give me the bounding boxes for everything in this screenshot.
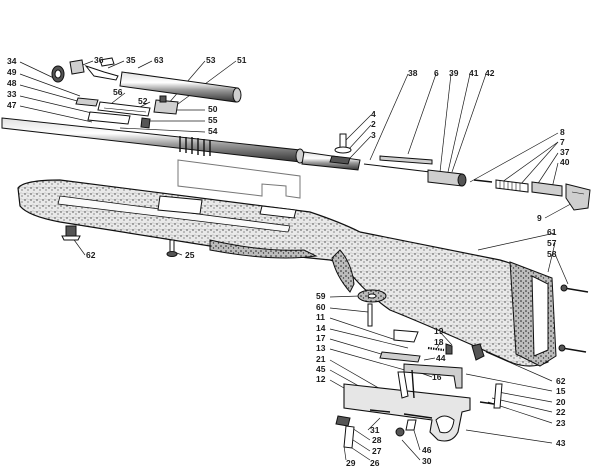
callout-label: 49: [7, 67, 17, 77]
callout-label: 29: [346, 458, 356, 468]
callout-label: 61: [547, 227, 557, 237]
callout-label: 22: [556, 407, 566, 417]
callout-label: 50: [208, 104, 218, 114]
callout-label: 51: [237, 55, 247, 65]
callout-labels: 34 49 48 33 47 36 35 63 56 52 53 51 50 5…: [7, 55, 570, 468]
callout-label: 20: [556, 397, 566, 407]
callout-label: 31: [370, 425, 380, 435]
callout-label: 59: [316, 291, 326, 301]
callout-label: 37: [560, 147, 570, 157]
callout-label: 16: [432, 372, 442, 382]
callout-label: 13: [316, 343, 326, 353]
callout-label: 3: [371, 130, 376, 140]
callout-label: 15: [556, 386, 566, 396]
receiver-outline: [177, 159, 301, 199]
callout-label: 57: [547, 238, 557, 248]
callout-label: 36: [94, 55, 104, 65]
stock-hardware: [61, 225, 589, 353]
callout-label: 28: [372, 435, 382, 445]
callout-label: 6: [434, 68, 439, 78]
callout-label: 63: [154, 55, 164, 65]
callout-label: 35: [126, 55, 136, 65]
callout-label: 41: [469, 68, 479, 78]
callout-label: 17: [316, 333, 326, 343]
small-parts-top-left: [51, 57, 242, 129]
callout-label: 40: [560, 157, 570, 167]
callout-label: 58: [547, 249, 557, 259]
callout-label: 19: [434, 326, 444, 336]
callout-label: 8: [560, 127, 565, 137]
callout-label: 43: [556, 438, 566, 448]
callout-label: 23: [556, 418, 566, 428]
callout-label: 12: [316, 374, 326, 384]
callout-label: 14: [316, 323, 326, 333]
callout-label: 47: [7, 100, 17, 110]
stock: [17, 179, 557, 367]
callout-label: 62: [556, 376, 566, 386]
callout-label: 60: [316, 302, 326, 312]
trigger-group: [335, 329, 503, 449]
callout-label: 18: [434, 337, 444, 347]
leader-lines: [19, 60, 579, 461]
callout-label: 56: [113, 87, 123, 97]
callout-label: 55: [208, 115, 218, 125]
callout-label: 48: [7, 78, 17, 88]
callout-label: 33: [7, 89, 17, 99]
callout-label: 45: [316, 364, 326, 374]
callout-label: 53: [206, 55, 216, 65]
callout-label: 2: [371, 119, 376, 129]
callout-label: 39: [449, 68, 459, 78]
callout-label: 27: [372, 446, 382, 456]
callout-label: 25: [185, 250, 195, 260]
callout-label: 54: [208, 126, 218, 136]
callout-label: 9: [537, 213, 542, 223]
callout-label: 4: [371, 109, 376, 119]
callout-label: 38: [408, 68, 418, 78]
callout-label: 44: [436, 353, 446, 363]
callout-label: 26: [370, 458, 380, 468]
callout-label: 62: [86, 250, 96, 260]
callout-label: 42: [485, 68, 495, 78]
bolt-assembly: [301, 133, 591, 211]
callout-label: 46: [422, 445, 432, 455]
barrel: [1, 117, 305, 164]
callout-label: 21: [316, 354, 326, 364]
callout-label: 52: [138, 96, 148, 106]
callout-label: 11: [316, 312, 325, 322]
callout-label: 30: [422, 456, 432, 466]
callout-label: 34: [7, 56, 17, 66]
callout-label: 7: [560, 137, 565, 147]
